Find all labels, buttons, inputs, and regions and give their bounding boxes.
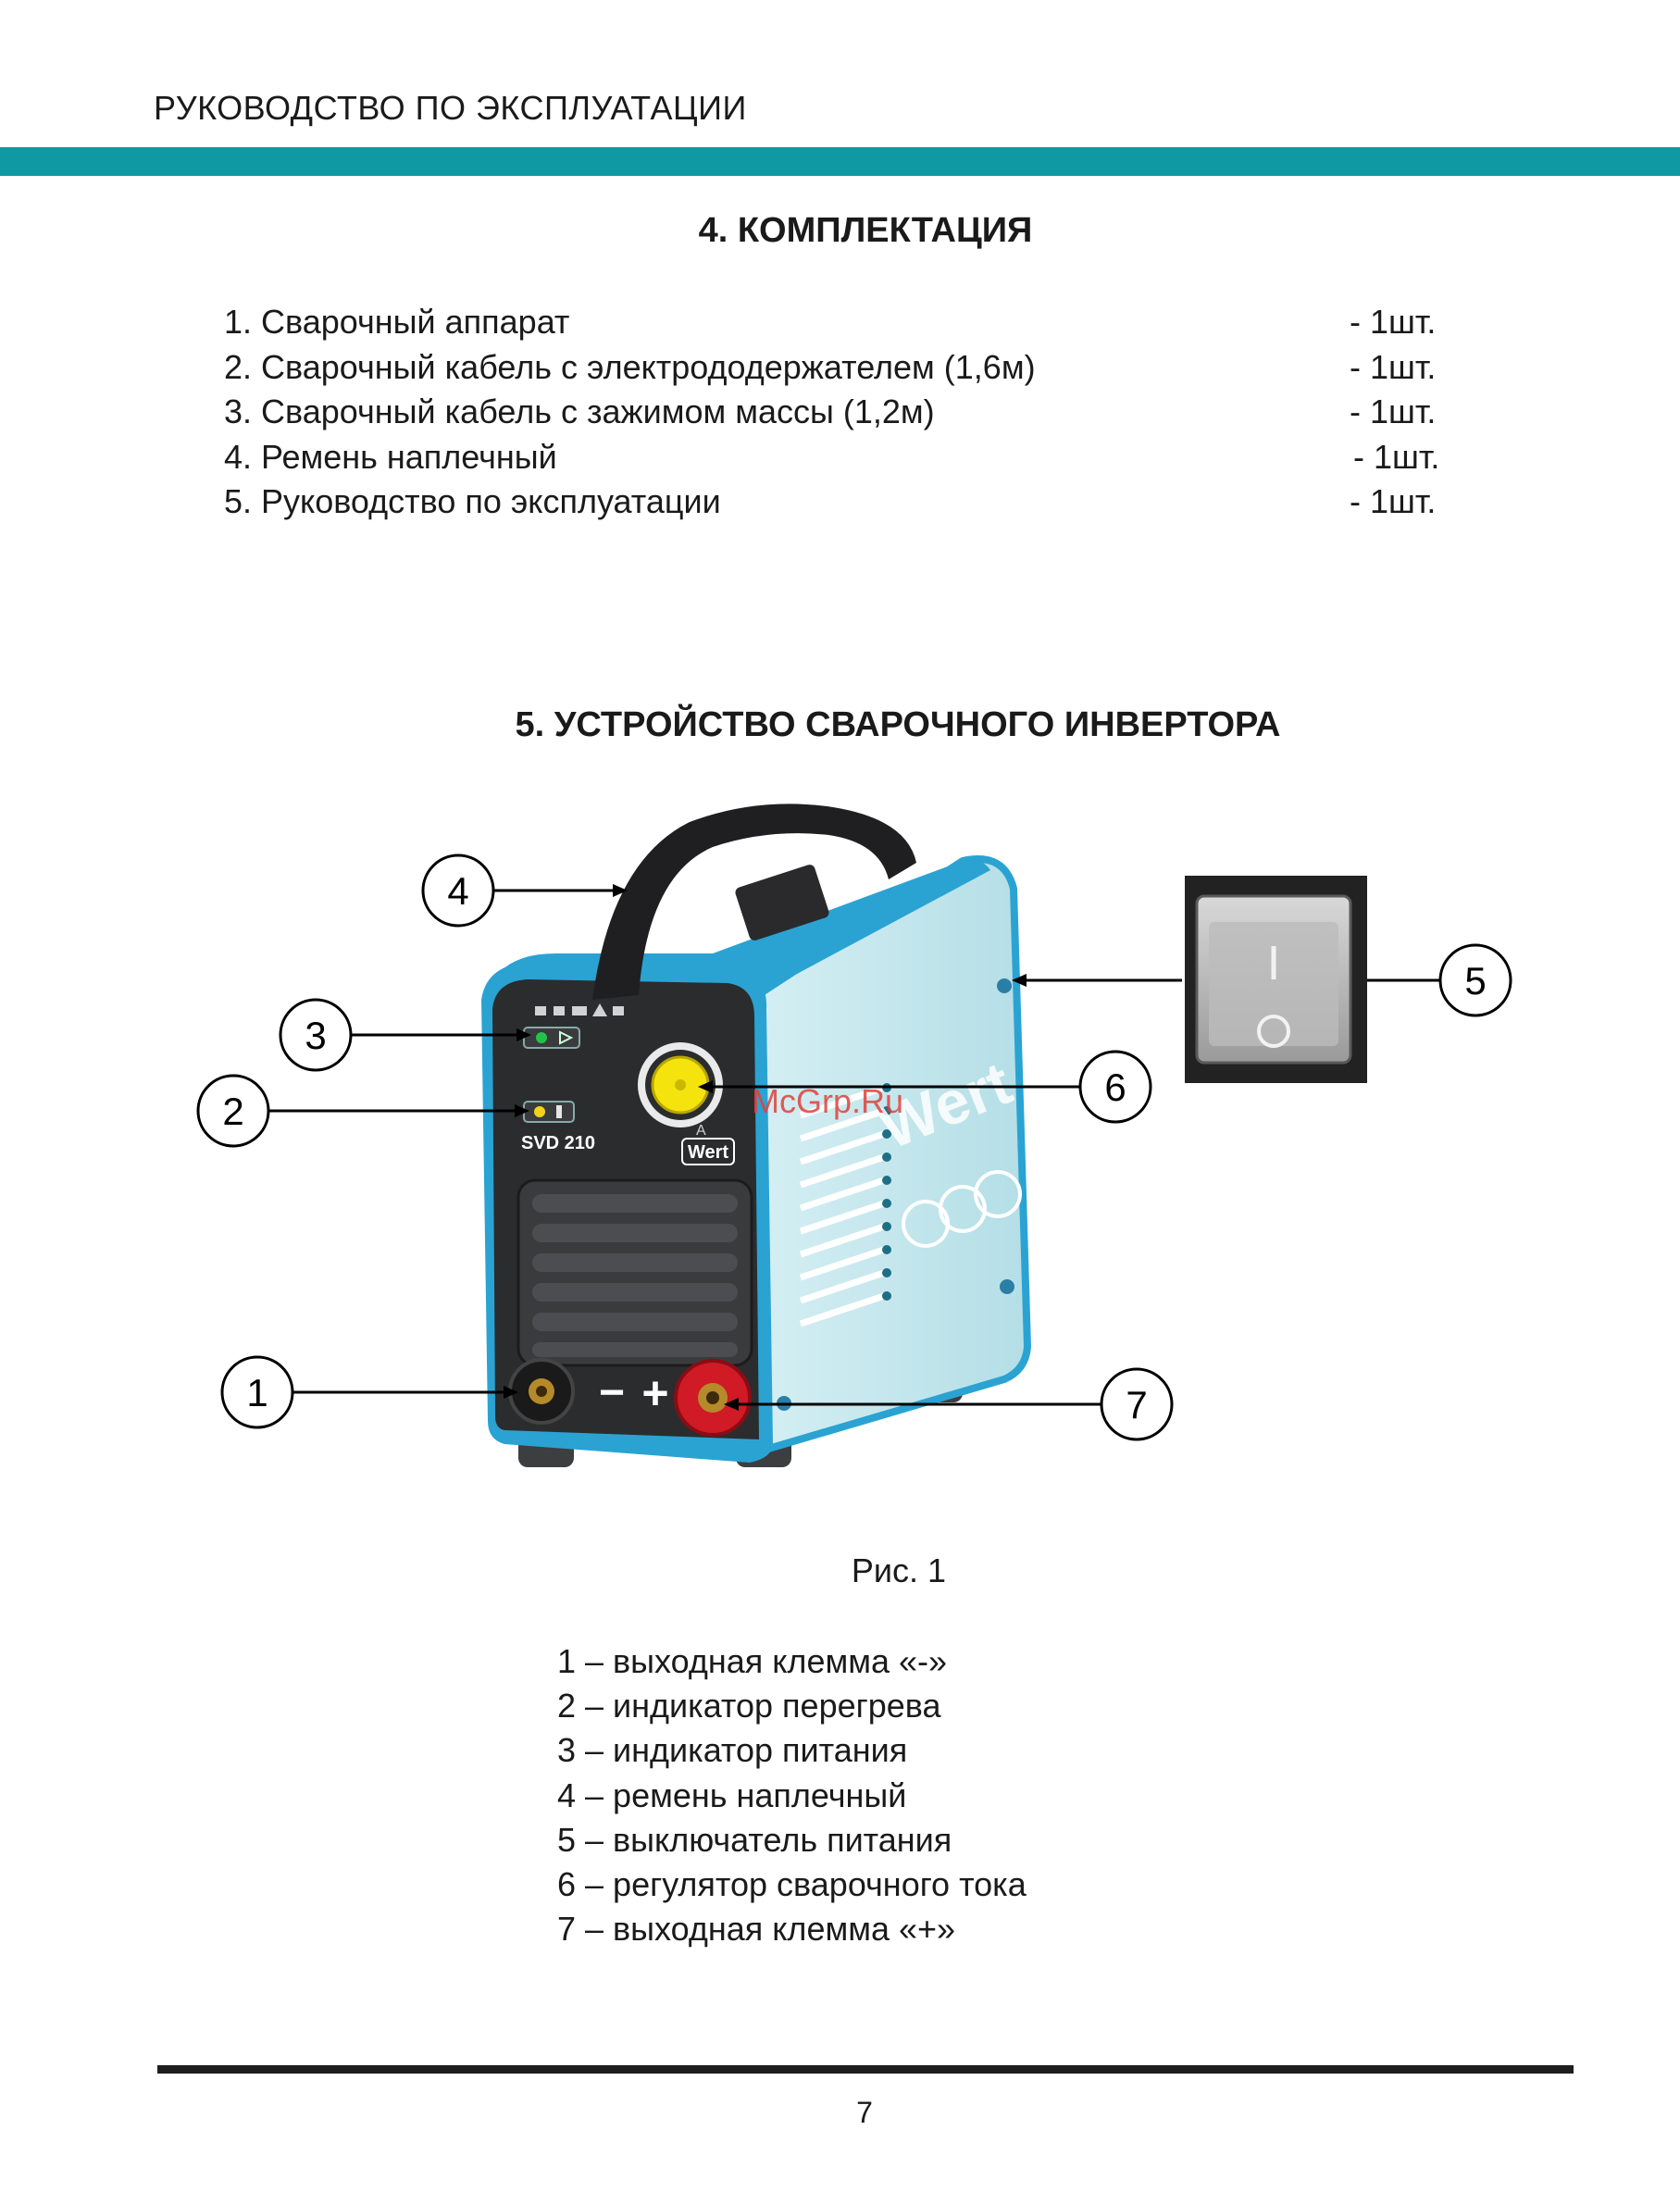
legend-item: 6 – регулятор сварочного тока — [557, 1864, 1027, 1903]
header-band — [0, 147, 1680, 176]
dial-unit-label: A — [696, 1123, 706, 1139]
kit-item-qty: - 1шт. — [1353, 437, 1440, 476]
kit-item-qty: - 1шт. — [1350, 482, 1437, 520]
legend-item: 2 – индикатор перегрева — [557, 1687, 941, 1725]
power-switch-photo — [1185, 876, 1367, 1083]
side-emboss-icons — [902, 1170, 1022, 1248]
callout-4: 4 — [447, 869, 468, 913]
device-side-panel — [754, 855, 1032, 1454]
terminal-minus — [508, 1358, 575, 1425]
kit-item-qty: - 1шт. — [1350, 392, 1437, 430]
figure-caption: Рис. 1 — [851, 1551, 947, 1589]
kit-list-item: 5. Руководство по эксплуатации - 1шт. — [224, 480, 1455, 525]
brand-badge — [681, 1138, 735, 1165]
brand-label: Wert — [688, 1142, 728, 1163]
legend-item: 3 – индикатор питания — [557, 1731, 908, 1770]
overheat-indicator — [523, 1101, 575, 1123]
kit-item-name: 3. Сварочный кабель с зажимом массы (1,2… — [224, 392, 935, 430]
legend-item: 4 – ремень наплечный — [557, 1775, 907, 1814]
callout-5: 5 — [1464, 959, 1486, 1003]
page-header-title: РУКОВОДСТВО ПО ЭКСПЛУАТАЦИИ — [154, 89, 747, 127]
footer-rule — [157, 2065, 1574, 2074]
legend-item: 7 – выходная клемма «+» — [557, 1910, 956, 1949]
callout-3: 3 — [305, 1014, 326, 1057]
kit-list-item: 3. Сварочный кабель с зажимом массы (1,2… — [224, 390, 1455, 435]
figure-legend: 1 – выходная клемма «-» 2 – индикатор пе… — [557, 1639, 1027, 1951]
current-dial — [638, 1042, 723, 1127]
kit-item-name: 5. Руководство по эксплуатации — [224, 482, 721, 520]
callout-leader-lines — [268, 889, 1441, 1406]
front-vent-bars — [532, 1194, 738, 1357]
callout-6: 6 — [1104, 1065, 1126, 1109]
callout-1: 1 — [246, 1371, 268, 1414]
model-label: SVD 210 — [521, 1133, 595, 1153]
kit-list-item: 1. Сварочный аппарат - 1шт. — [224, 300, 1455, 345]
power-indicator — [523, 1027, 580, 1049]
callout-numbers: 1 2 3 4 5 6 7 — [222, 869, 1486, 1426]
callout-circles — [196, 853, 1512, 1441]
carry-strap — [592, 804, 916, 1000]
kit-item-qty: - 1шт. — [1350, 303, 1437, 341]
legend-item: 5 – выключатель питания — [557, 1820, 952, 1859]
terminal-plus — [674, 1359, 752, 1437]
section-4-title: 4. КОМПЛЕКТАЦИЯ — [698, 211, 1033, 250]
kit-list: 1. Сварочный аппарат - 1шт. 2. Сварочный… — [224, 300, 1455, 525]
inverter-figure: Wert SVD 210 — [196, 804, 1512, 1467]
callout-7: 7 — [1126, 1383, 1147, 1426]
kit-list-item: 4. Ремень наплечный - 1шт. — [224, 435, 1455, 480]
callout-2: 2 — [222, 1090, 243, 1133]
kit-item-qty: - 1шт. — [1350, 347, 1437, 386]
kit-item-name: 2. Сварочный кабель с электрододержателе… — [224, 347, 1036, 386]
page-number: 7 — [856, 2096, 873, 2129]
kit-item-name: 4. Ремень наплечный — [224, 437, 557, 476]
terminal-plus-sign: + — [641, 1367, 668, 1419]
callout-arrowheads — [504, 884, 1027, 1411]
kit-list-item: 2. Сварочный кабель с электрододержателе… — [224, 345, 1455, 391]
section-5-title: 5. УСТРОЙСТВО СВАРОЧНОГО ИНВЕРТОРА — [515, 705, 1281, 744]
side-vents — [799, 1084, 886, 1327]
kit-item-name: 1. Сварочный аппарат — [224, 303, 570, 341]
compliance-marks — [535, 1003, 624, 1016]
terminal-minus-sign: − — [599, 1368, 625, 1417]
watermark: McGrp.Ru — [752, 1082, 903, 1120]
legend-item: 1 – выходная клемма «-» — [557, 1642, 948, 1680]
